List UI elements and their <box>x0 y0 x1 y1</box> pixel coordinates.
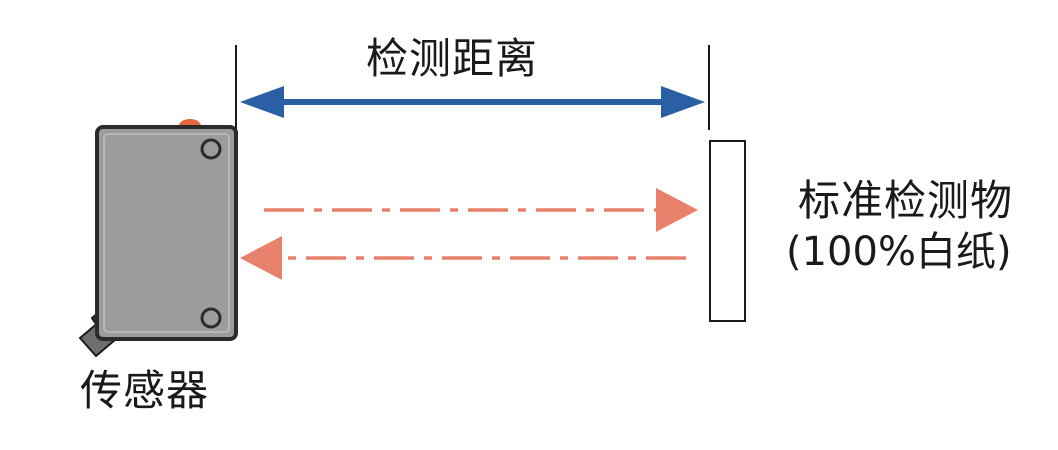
sensor-device <box>78 119 238 358</box>
mounting-hole-icon <box>200 138 222 160</box>
target-object <box>709 140 746 322</box>
reflected-beam-arrow <box>240 236 686 280</box>
detection-distance-label: 检测距离 <box>366 34 539 83</box>
sensor-housing <box>95 125 238 341</box>
target-object-label: 标准检测物 <box>798 176 1014 225</box>
mounting-hole-icon <box>200 307 222 329</box>
detection-distance-arrow <box>240 86 705 118</box>
sensor-label: 传感器 <box>80 366 210 415</box>
emitted-beam-arrow <box>264 188 698 232</box>
target-object-note: (100%白纸) <box>786 229 1012 275</box>
